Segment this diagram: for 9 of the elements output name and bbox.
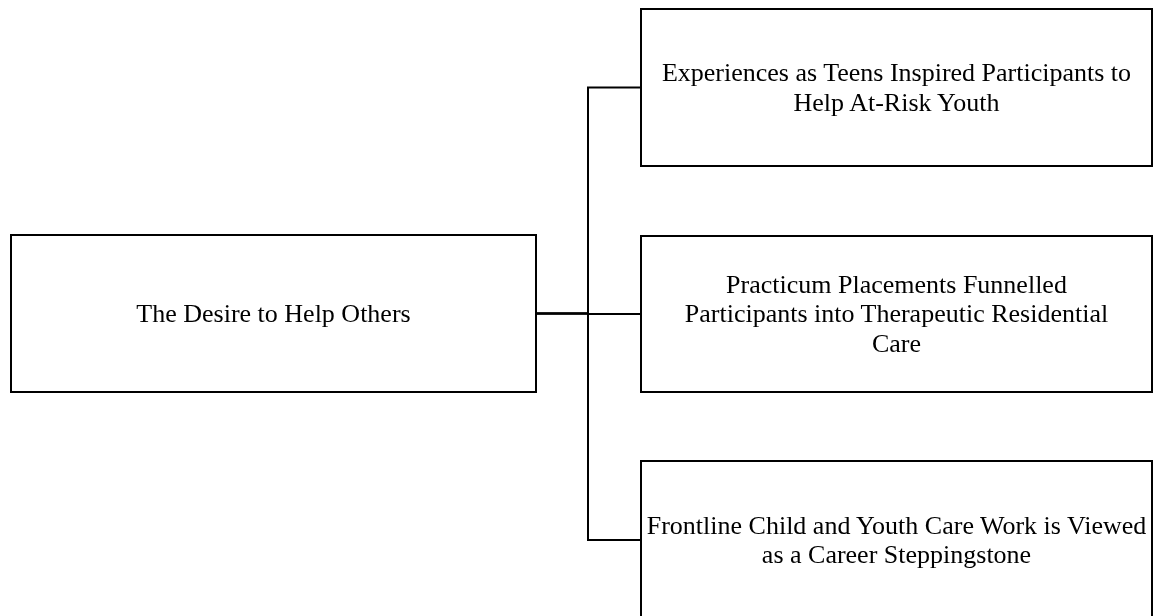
text-box bbox=[10, 234, 537, 393]
text-box bbox=[640, 460, 1153, 616]
text-box bbox=[640, 235, 1153, 393]
box-text: The Desire to Help Others bbox=[136, 298, 411, 329]
box-text: Experiences as Teens Inspired Participants to Help At-Risk Youth bbox=[660, 58, 1133, 117]
text-box bbox=[640, 8, 1153, 167]
box-text: Practicum Placements Funnelled Participants into Therapeutic Residential Care bbox=[683, 270, 1110, 358]
connector-line bbox=[536, 312, 641, 541]
box-text: Frontline Child and Youth Care Work is Viewed as a Career Steppingstone bbox=[645, 510, 1148, 570]
